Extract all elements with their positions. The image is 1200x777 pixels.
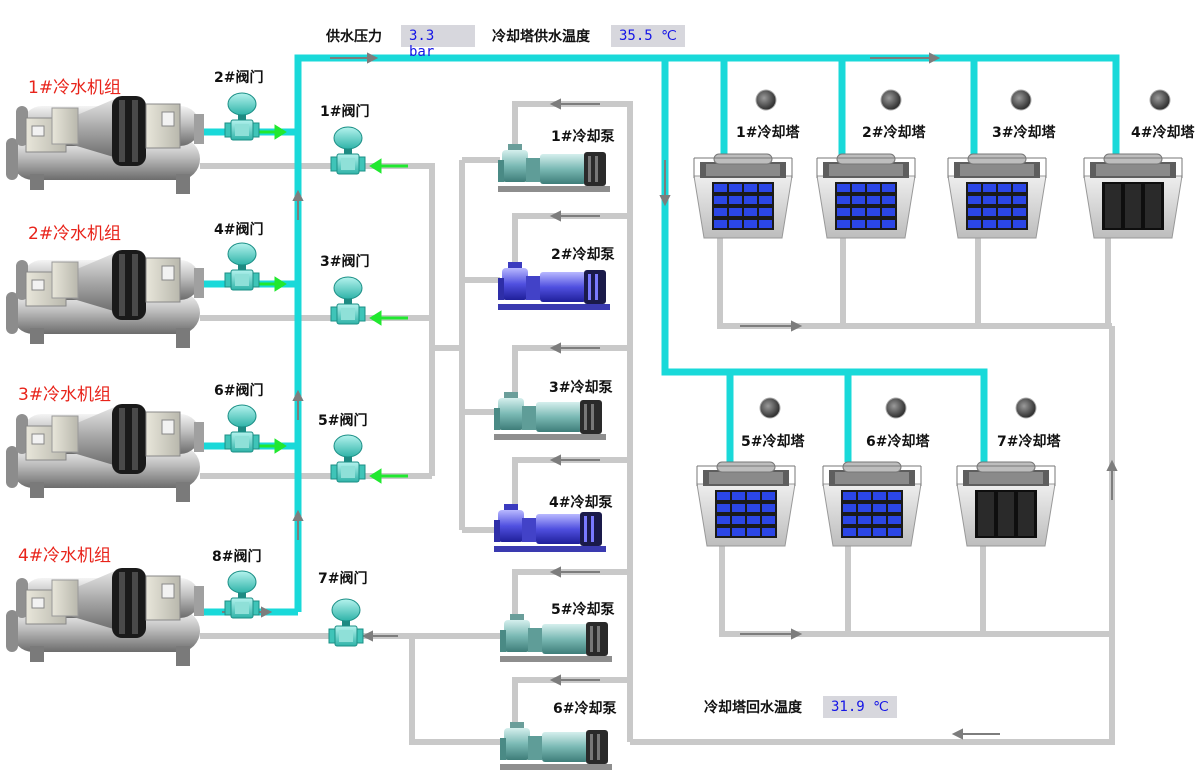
valve-8[interactable] (224, 570, 260, 619)
valve-1[interactable] (330, 126, 366, 175)
pump-2-label: 2#冷却泵 (551, 247, 615, 263)
tower-return-temp-label: 冷却塔回水温度 (704, 700, 802, 716)
tower-6-label: 6#冷却塔 (866, 434, 930, 450)
valve-1-label: 1#阀门 (320, 104, 370, 120)
pump-1-label: 1#冷却泵 (551, 129, 615, 145)
chiller-2-label: 2#冷水机组 (28, 224, 122, 244)
chiller-3-label: 3#冷水机组 (18, 385, 112, 405)
tower-1-label: 1#冷却塔 (736, 125, 800, 141)
chiller-unit-4[interactable] (5, 567, 205, 667)
tower-1-lamp-icon (755, 89, 777, 111)
tower-7-lamp-icon (1015, 397, 1037, 419)
pump-6-label: 6#冷却泵 (553, 701, 617, 717)
valve-4[interactable] (224, 242, 260, 291)
tower-2-label: 2#冷却塔 (862, 125, 926, 141)
valve-6-label: 6#阀门 (214, 383, 264, 399)
cooling-tower-3[interactable] (947, 153, 1047, 239)
valve-2-label: 2#阀门 (214, 70, 264, 86)
valve-4-label: 4#阀门 (214, 222, 264, 238)
tower-5-lamp-icon (759, 397, 781, 419)
cooling-tower-1[interactable] (693, 153, 793, 239)
chiller-unit-3[interactable] (5, 403, 205, 503)
cooling-tower-2[interactable] (816, 153, 916, 239)
valve-5[interactable] (330, 434, 366, 483)
tower-4-lamp-icon (1149, 89, 1171, 111)
cooling-pump-6[interactable] (500, 722, 612, 770)
cooling-tower-4[interactable] (1083, 153, 1183, 239)
cooling-tower-7[interactable] (956, 461, 1056, 547)
tower-3-label: 3#冷却塔 (992, 125, 1056, 141)
chiller-unit-2[interactable] (5, 249, 205, 349)
chiller-unit-1[interactable] (5, 95, 205, 195)
tower-7-label: 7#冷却塔 (997, 434, 1061, 450)
tower-3-lamp-icon (1010, 89, 1032, 111)
valve-2[interactable] (224, 92, 260, 141)
valve-7[interactable] (328, 598, 364, 647)
valve-3-label: 3#阀门 (320, 254, 370, 270)
valve-3[interactable] (330, 276, 366, 325)
cooling-pump-5[interactable] (500, 614, 612, 662)
supply-pressure-value: 3.3 bar (401, 25, 475, 60)
tower-2-lamp-icon (880, 89, 902, 111)
valve-6[interactable] (224, 404, 260, 453)
pump-5-label: 5#冷却泵 (551, 602, 615, 618)
pump-4-label: 4#冷却泵 (549, 495, 613, 511)
flow-arrows (258, 124, 408, 484)
chiller-4-label: 4#冷水机组 (18, 546, 112, 566)
valve-8-label: 8#阀门 (212, 549, 262, 565)
tower-supply-temp-value: 35.5 ℃ (611, 25, 685, 47)
tower-return-temp-value: 31.9 ℃ (823, 696, 897, 718)
tower-4-label: 4#冷却塔 (1131, 125, 1195, 141)
tower-supply-temp-label: 冷却塔供水温度 (492, 29, 590, 45)
valve-5-label: 5#阀门 (318, 413, 368, 429)
cooling-pump-3[interactable] (494, 392, 606, 440)
tower-6-lamp-icon (885, 397, 907, 419)
status-lamps (755, 89, 1171, 419)
cooling-pump-1[interactable] (498, 144, 610, 192)
cooling-tower-6[interactable] (822, 461, 922, 547)
tower-5-label: 5#冷却塔 (741, 434, 805, 450)
supply-pressure-label: 供水压力 (326, 29, 382, 45)
chiller-1-label: 1#冷水机组 (28, 78, 122, 98)
direction-arrows (222, 52, 1118, 740)
valve-7-label: 7#阀门 (318, 571, 368, 587)
cooling-tower-5[interactable] (696, 461, 796, 547)
pump-3-label: 3#冷却泵 (549, 380, 613, 396)
cooling-pump-2[interactable] (498, 262, 610, 310)
